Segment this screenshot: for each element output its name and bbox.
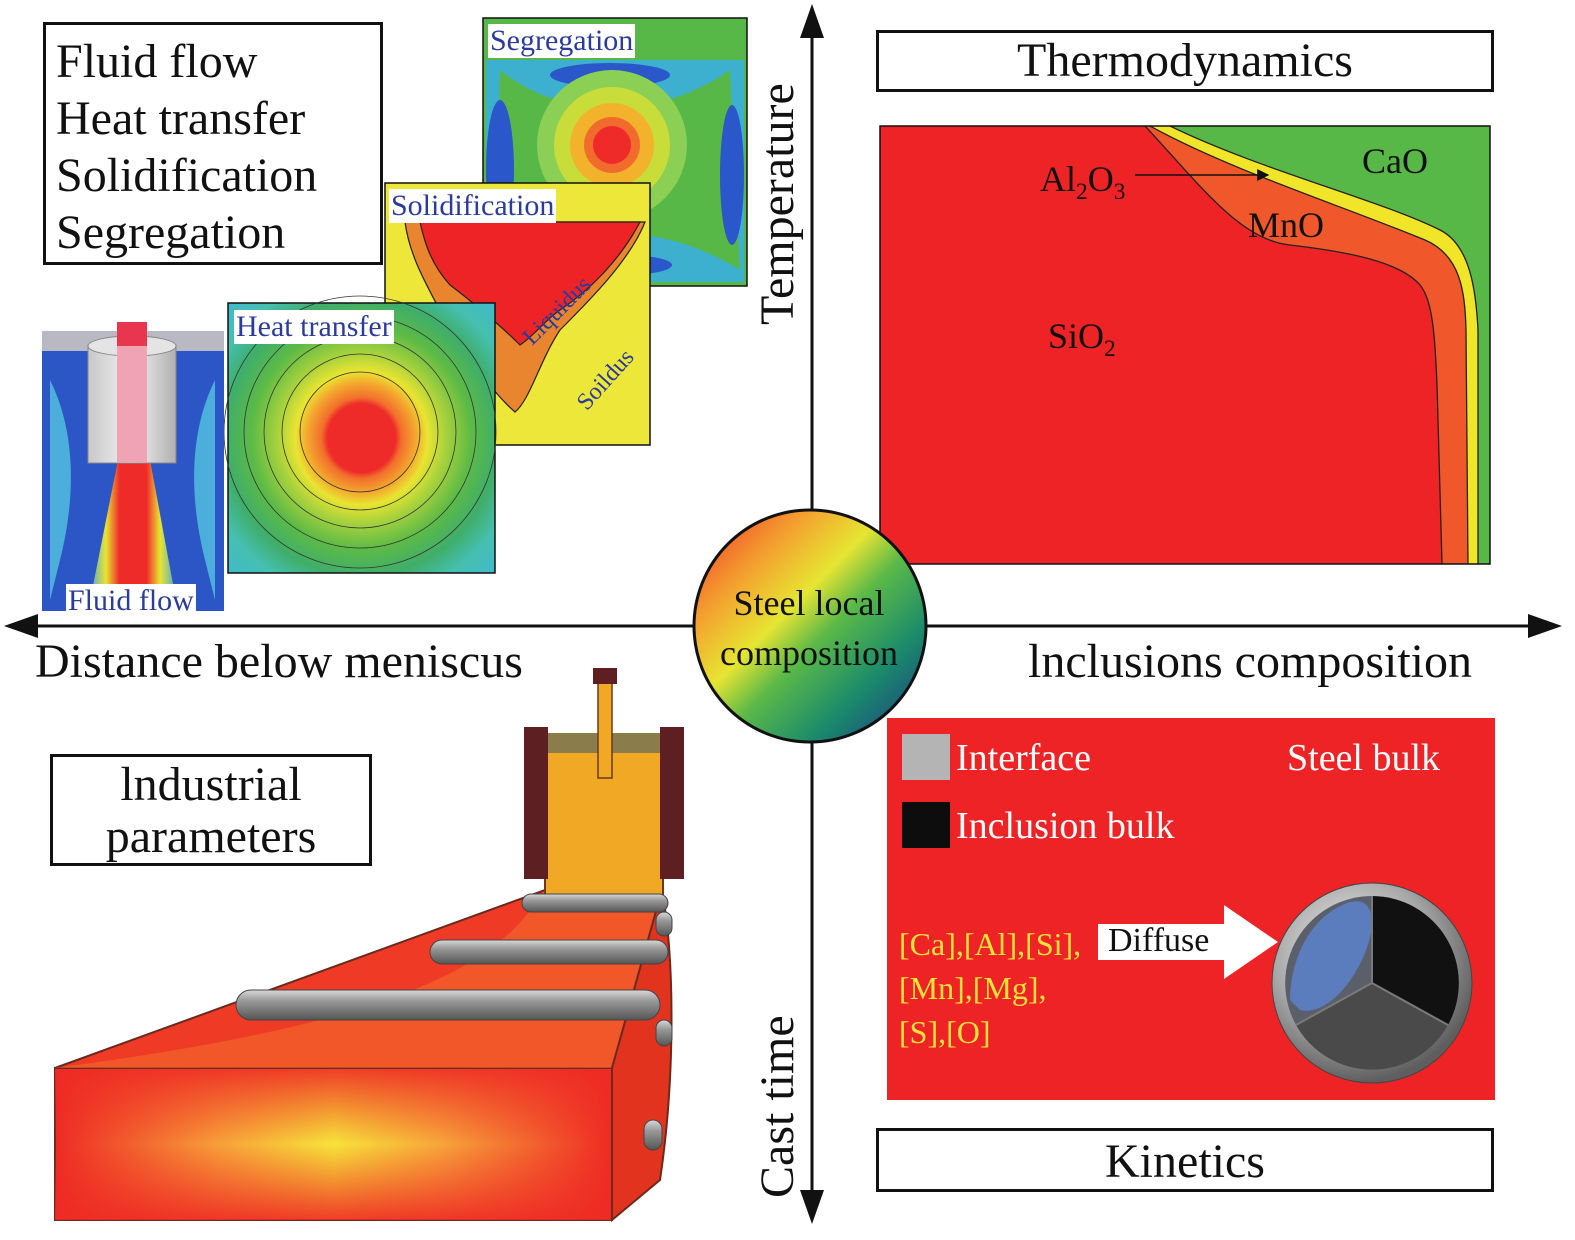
arrow-right-icon — [1528, 614, 1562, 638]
fluid-flow-panel — [42, 322, 224, 611]
thermodynamics-title: Thermodynamics — [876, 30, 1494, 92]
industrial-line-1: lndustrial — [120, 758, 302, 811]
elements-list: [Ca],[Al],[Si], [Mn],[Mg], [S],[O] — [899, 922, 1081, 1054]
arrow-left-icon — [4, 614, 38, 638]
title-line-segregation: Segregation — [56, 206, 286, 259]
diffuse-arrow-icon — [1098, 905, 1278, 979]
fluid-flow-label: Fluid flow — [66, 584, 196, 618]
center-label-line-2: composition — [720, 633, 898, 673]
top-left-title-box: Fluid flow Heat transfer Solidification … — [43, 22, 383, 265]
center-label-line-1: Steel local — [733, 583, 885, 623]
industrial-line-2: parameters — [105, 810, 317, 863]
title-line-solidification: Solidification — [56, 149, 318, 202]
thermodynamics-phase-map — [879, 125, 1491, 565]
axis-label-inclusions: lnclusions composition — [1028, 635, 1472, 688]
legend-interface-label: Interface — [956, 737, 1091, 779]
phase-label-mno: MnO — [1248, 205, 1325, 245]
diffuse-label: Diffuse — [1108, 922, 1210, 959]
elements-line-3: [S],[O] — [899, 1014, 991, 1050]
elements-line-1: [Ca],[Al],[Si], — [899, 926, 1082, 962]
caster-illustration — [54, 668, 684, 1223]
phase-label-sio2: SiO2 — [1048, 316, 1116, 363]
title-line-fluid-flow: Fluid flow — [56, 35, 258, 88]
inclusion-sphere-icon — [1271, 882, 1473, 1084]
phase-sio2-region — [880, 126, 1442, 564]
solidification-label: Solidification — [389, 189, 557, 223]
inclusion-bulk-swatch — [902, 802, 950, 848]
steel-composition-ball — [692, 508, 928, 744]
legend-inclusion-bulk-label: Inclusion bulk — [956, 805, 1175, 847]
axis-label-distance: Distance below meniscus — [35, 635, 523, 688]
center-label: Steel local composition — [695, 578, 923, 678]
elements-line-2: [Mn],[Mg], — [899, 970, 1047, 1006]
interface-swatch — [902, 734, 950, 780]
steel-bulk-label: Steel bulk — [1287, 737, 1441, 779]
phase-label-cao: CaO — [1362, 141, 1428, 181]
segregation-label: Segregation — [488, 24, 636, 58]
arrow-up-icon — [800, 4, 824, 38]
kinetics-title: Kinetics — [876, 1128, 1494, 1192]
heat-transfer-panel — [223, 295, 497, 574]
industrial-parameters-title: lndustrial parameters — [50, 754, 372, 866]
axis-label-temperature: Temperature — [751, 83, 804, 325]
arrow-down-icon — [800, 1190, 824, 1224]
heat-transfer-label: Heat transfer — [234, 310, 394, 344]
phase-label-al2o3: Al2O3 — [1040, 159, 1126, 206]
title-line-heat-transfer: Heat transfer — [56, 92, 306, 145]
kinetics-panel — [887, 718, 1495, 1100]
axis-label-cast-time: Cast time — [751, 1015, 804, 1198]
